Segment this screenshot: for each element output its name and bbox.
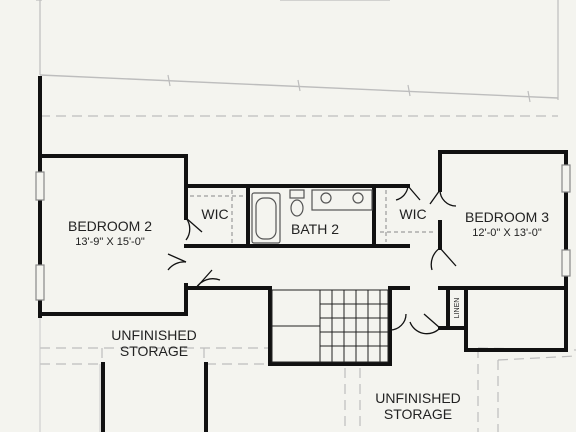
bath-fixtures — [251, 189, 373, 244]
bedroom3-label: BEDROOM 3 — [465, 209, 549, 225]
walls — [38, 76, 568, 432]
storage-right-line2: STORAGE — [384, 406, 452, 422]
bedroom2-dims: 13'-9" X 15'-0" — [75, 236, 145, 248]
bedroom2-label: BEDROOM 2 — [68, 218, 152, 234]
storage-right-line1: UNFINISHED — [375, 390, 461, 406]
roof-lines — [36, 0, 559, 117]
toilet-icon — [290, 199, 304, 217]
storage-left-line1: UNFINISHED — [111, 327, 197, 343]
storage-left-line2: STORAGE — [120, 343, 188, 359]
sink-icon — [352, 192, 364, 204]
bathtub-icon — [251, 192, 281, 244]
windows — [35, 164, 571, 301]
staircase — [271, 289, 389, 363]
closet-shelves — [190, 190, 436, 244]
bath2-label: BATH 2 — [291, 221, 339, 237]
wic-left-label: WIC — [201, 206, 228, 222]
sink-icon — [320, 192, 332, 204]
wic-right-label: WIC — [399, 206, 426, 222]
storage-guide-lines — [39, 316, 101, 432]
linen-label: LINEN — [454, 298, 461, 319]
bedroom3-dims: 12'-0" X 13'-0" — [472, 227, 542, 239]
door-swings — [167, 185, 457, 335]
vanity-icon — [311, 189, 373, 211]
